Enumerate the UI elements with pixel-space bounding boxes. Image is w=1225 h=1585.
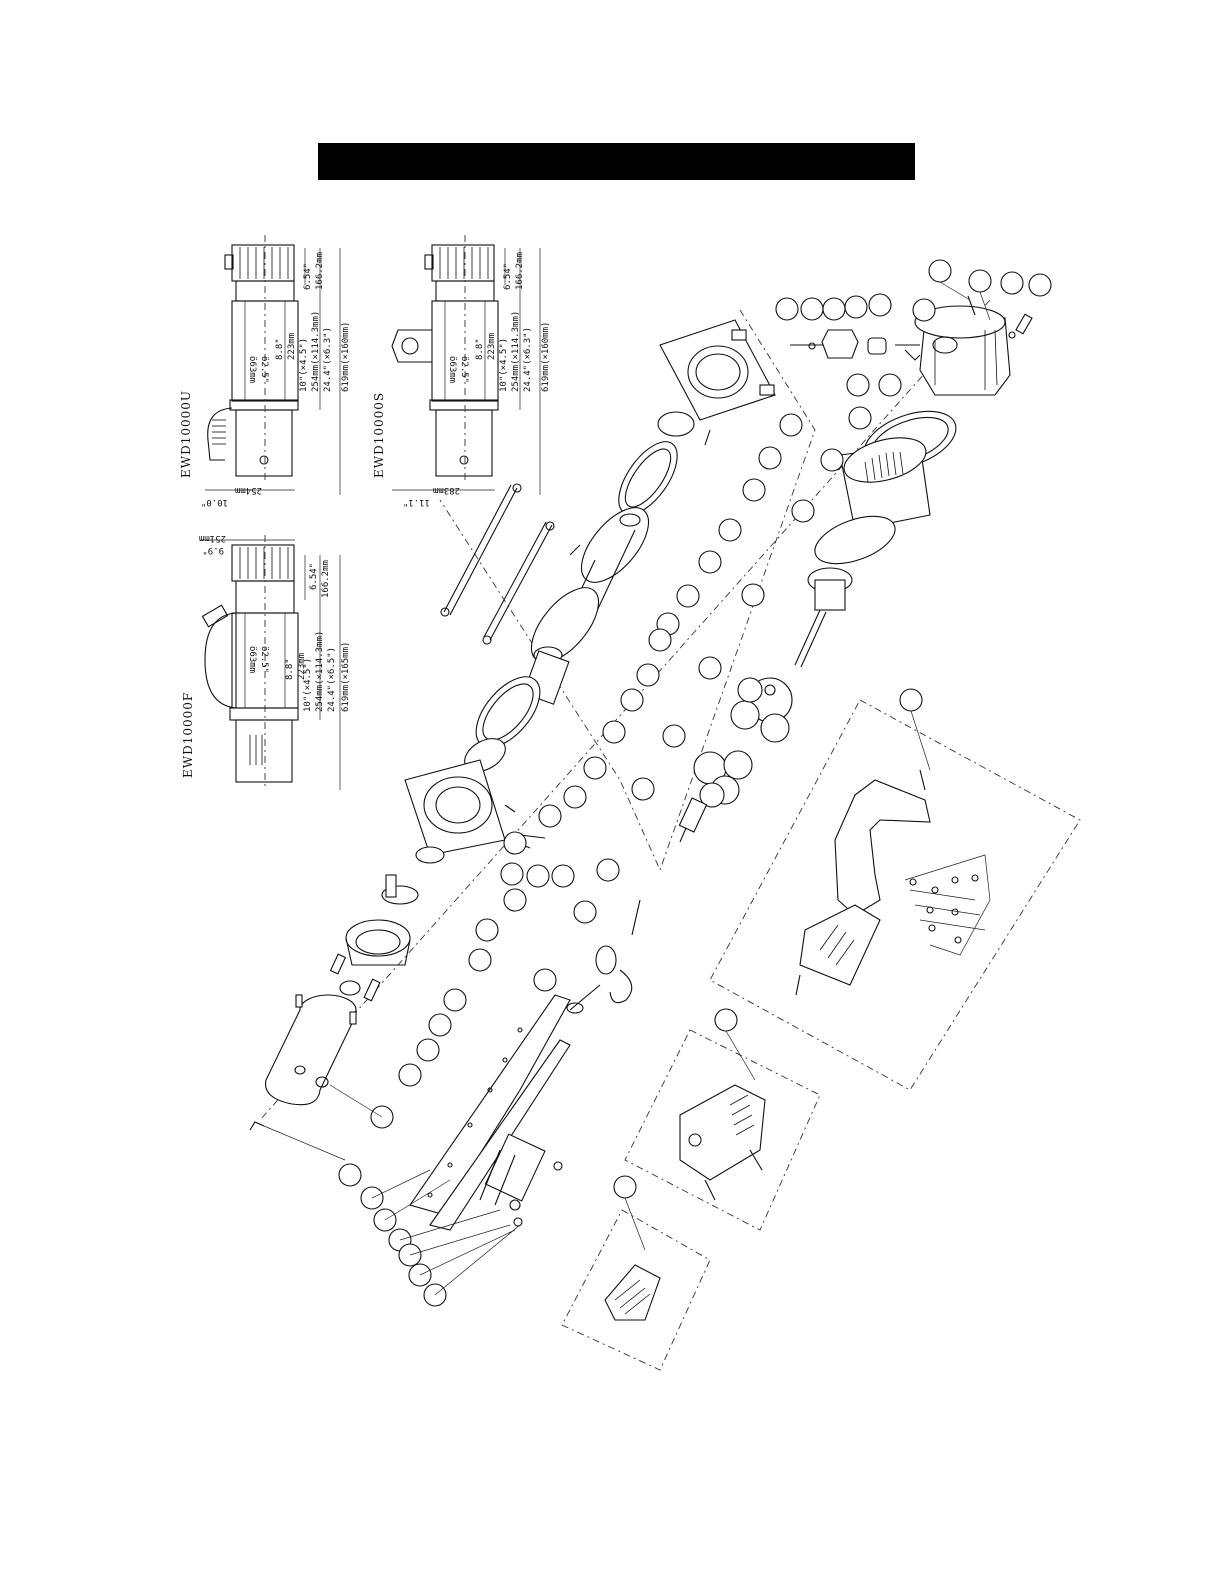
gear-housing bbox=[914, 305, 1011, 396]
dim-s-8: 11.1" bbox=[403, 497, 430, 507]
dim-f-3: 166.2mm bbox=[321, 560, 331, 598]
control-box bbox=[795, 769, 931, 996]
dim-s-9: 283mm bbox=[433, 485, 460, 495]
dim-s-2: 8.8" bbox=[475, 338, 485, 360]
exploded-assembly bbox=[249, 259, 1081, 1371]
brake-housing bbox=[345, 919, 411, 966]
end-plate-bottom bbox=[404, 759, 506, 856]
dim-f-0: 9.9" bbox=[202, 545, 224, 555]
dim-s-4: 10"(×4.5") bbox=[499, 338, 509, 392]
dim-f-10: ö2.5" bbox=[259, 646, 269, 673]
dim-s-0: 6.54" bbox=[503, 263, 513, 290]
dim-u-4: 10"(×4.5") bbox=[299, 338, 309, 392]
dim-u-10: ö2.5" bbox=[259, 356, 269, 383]
dim-u-7: 619mm(×160mm) bbox=[341, 322, 351, 392]
solenoid-box bbox=[679, 1084, 766, 1201]
dim-f-7: 254mm(×114.3mm) bbox=[315, 631, 325, 712]
dim-u-5: 254mm(×114.3mm) bbox=[311, 311, 321, 392]
model-label-s: EWD10000S bbox=[372, 392, 386, 478]
dim-f-11: ö63mm bbox=[247, 646, 257, 673]
control-box-group-boundary bbox=[709, 699, 1081, 1091]
hex-key bbox=[249, 1121, 265, 1131]
tie-rods bbox=[440, 483, 581, 645]
dim-u-1: 166.2mm bbox=[315, 252, 325, 290]
title-bar bbox=[318, 143, 915, 180]
view-ewd10000s: EWD10000S 6.54" 166.2mm 8.8" 223mm 10"(×… bbox=[372, 235, 551, 507]
dim-u-2: 8.8" bbox=[275, 338, 285, 360]
carrier-shaft bbox=[794, 567, 853, 668]
dim-u-0: 6.54" bbox=[303, 263, 313, 290]
bushing-top bbox=[657, 411, 695, 437]
cable-drum bbox=[530, 507, 650, 663]
dim-s-3: 223mm bbox=[487, 333, 497, 360]
view-ewd10000f: EWD10000F 9.9" 251mm 6.54" 166.2mm 8.8" … bbox=[181, 533, 351, 790]
dim-f-8: 24.4"(×6.5") bbox=[327, 647, 337, 712]
seal-ring bbox=[415, 846, 445, 864]
dim-f-1: 251mm bbox=[199, 533, 226, 543]
planet-gear-set-2 bbox=[693, 750, 753, 808]
motor-seal bbox=[339, 980, 361, 996]
ring-gear-housing bbox=[839, 437, 931, 531]
input-shaft bbox=[678, 797, 708, 843]
dim-s-10: ö2.5" bbox=[459, 356, 469, 383]
dim-s-6: 24.4"(×6.3") bbox=[523, 327, 533, 392]
part-balloons bbox=[338, 259, 1052, 1307]
dim-u-8: 10.0" bbox=[201, 497, 228, 507]
dim-u-9: 254mm bbox=[235, 485, 262, 495]
dim-f-5: 223mm bbox=[297, 653, 307, 680]
dim-f-6: 10"(×4.5") bbox=[303, 658, 313, 712]
gasket-lower bbox=[814, 515, 896, 565]
hook-assembly bbox=[566, 899, 641, 1014]
brake-shaft bbox=[381, 874, 419, 905]
dim-f-2: 6.54" bbox=[309, 563, 319, 590]
motor bbox=[264, 994, 357, 1106]
dim-f-9: 619mm(×165mm) bbox=[341, 642, 351, 712]
roller-fairlead bbox=[479, 1133, 563, 1227]
brake-ring bbox=[618, 441, 678, 515]
control-wiring bbox=[904, 854, 991, 956]
switch-group-boundary bbox=[561, 1209, 711, 1371]
leader-lines bbox=[329, 281, 991, 1296]
dim-u-11: ö63mm bbox=[247, 356, 257, 383]
planet-gear-set-1 bbox=[730, 677, 793, 743]
mounting-plate bbox=[409, 994, 571, 1231]
dim-s-1: 166.2mm bbox=[515, 252, 525, 290]
view-ewd10000u: EWD10000U 6.54" 166.2mm 8.8" 223mm 10"(×… bbox=[179, 235, 351, 507]
dim-u-6: 24.4"(×6.3") bbox=[323, 327, 333, 392]
dim-s-7: 619mm(×160mm) bbox=[541, 322, 551, 392]
model-label-u: EWD10000U bbox=[179, 390, 193, 478]
dim-s-11: ö63mm bbox=[447, 356, 457, 383]
dim-u-3: 223mm bbox=[287, 333, 297, 360]
dim-s-5: 254mm(×114.3mm) bbox=[511, 311, 521, 392]
solenoid-group-boundary bbox=[624, 1029, 821, 1231]
dim-f-4: 8.8" bbox=[285, 658, 295, 680]
small-parts-top bbox=[790, 295, 1033, 361]
model-label-f: EWD10000F bbox=[181, 692, 195, 778]
switch-cover bbox=[604, 1264, 661, 1321]
end-plate-top bbox=[659, 319, 776, 421]
